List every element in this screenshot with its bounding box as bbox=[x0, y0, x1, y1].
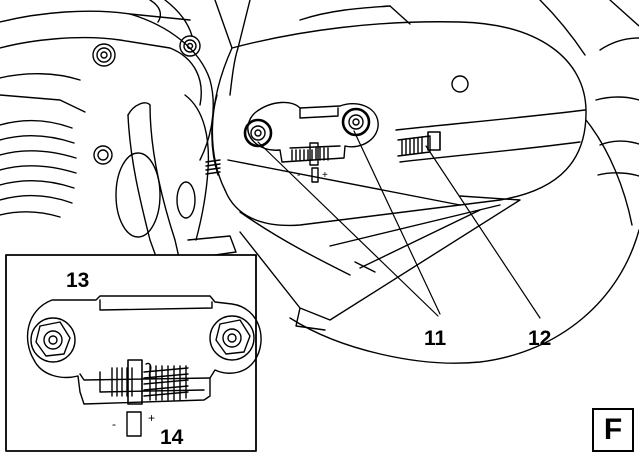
inset-nut-left bbox=[30, 317, 76, 363]
engine-housing bbox=[0, 0, 639, 177]
belt-guard bbox=[211, 21, 587, 276]
tensioner-bracket bbox=[247, 101, 379, 163]
callout-13: 13 bbox=[66, 269, 89, 292]
inset-spring bbox=[111, 359, 189, 405]
panel-letter-box: F bbox=[592, 408, 634, 452]
belt-edge-ribs bbox=[205, 159, 221, 175]
bracket-indicator bbox=[311, 167, 319, 183]
cutting-disc bbox=[289, 119, 639, 364]
bracket-minus-sign: - bbox=[297, 170, 300, 181]
blade-guard bbox=[239, 195, 521, 331]
handle-tube bbox=[115, 94, 237, 263]
inset-indicator bbox=[126, 411, 142, 437]
inset-bracket bbox=[26, 295, 262, 405]
inset-plus-sign: + bbox=[148, 411, 155, 425]
housing-bolt-3 bbox=[93, 145, 113, 165]
inset-panel bbox=[5, 254, 257, 452]
cooling-fins bbox=[0, 120, 77, 218]
panel-letter: F bbox=[603, 413, 623, 446]
callout-11: 11 bbox=[424, 327, 447, 350]
tension-screw bbox=[395, 109, 586, 163]
bracket-spring bbox=[291, 142, 329, 166]
callout-14: 14 bbox=[160, 426, 184, 449]
inset-minus-sign: - bbox=[112, 417, 116, 431]
bracket-nut-left bbox=[243, 118, 273, 148]
housing-bolt-2 bbox=[179, 35, 201, 57]
callout-12: 12 bbox=[528, 327, 551, 350]
bracket-plus-sign: + bbox=[322, 170, 328, 181]
housing-bolt-1 bbox=[92, 43, 116, 67]
bracket-nut-right bbox=[341, 107, 371, 137]
inset-nut-right bbox=[209, 315, 255, 361]
